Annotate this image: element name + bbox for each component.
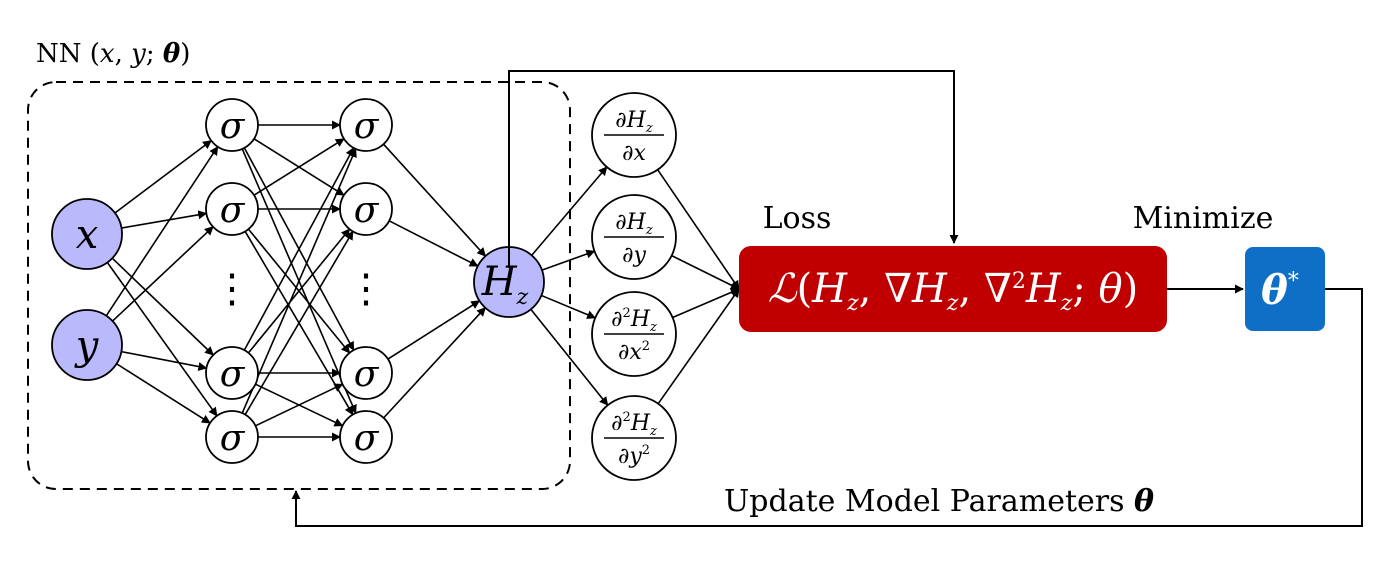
update-feedback-line (291, 288, 1363, 527)
edge-derivative-1-loss (671, 254, 740, 290)
edge-h1-3-h2-1 (244, 230, 354, 415)
edge-output-derivative-0 (531, 166, 608, 256)
theta-star-symbol: θ* (1261, 267, 1299, 314)
hidden1-node-1 (205, 182, 259, 236)
edge-h2-0-output (382, 143, 487, 257)
loss-box (739, 246, 1167, 332)
edge-h1-1-h2-0 (253, 138, 345, 196)
edge-input-0-h1-0 (114, 139, 212, 214)
input-label-x: x (76, 212, 99, 258)
input-label-y: y (74, 323, 100, 369)
hidden1-symbol-3: σ (220, 418, 246, 459)
edge-input-1-h1-1 (111, 226, 214, 322)
derivative-denominator-0: ∂x (622, 141, 646, 166)
input-node-y (51, 309, 123, 381)
derivative-denominator-2: ∂x2 (618, 339, 650, 365)
hidden-ellipsis-1: ⋮ (212, 266, 252, 312)
theta-star-box (1245, 247, 1325, 331)
hidden2-node-2 (339, 346, 393, 400)
edge-h2-2-output (387, 300, 481, 360)
hz-to-loss-line (508, 70, 959, 268)
hidden1-symbol-1: σ (220, 190, 246, 231)
network-label: NN (x, y; θ) (36, 39, 190, 69)
edge-input-1-h1-0 (105, 145, 219, 317)
edge-input-0-h1-2 (111, 257, 214, 356)
edge-h1-3-h2-2 (255, 383, 344, 427)
edge-h1-3-h2-0 (241, 148, 357, 414)
edge-derivative-2-loss (672, 288, 740, 319)
derivative-numerator-0: ∂Hz (615, 108, 653, 136)
hidden2-symbol-2: σ (354, 354, 380, 395)
hidden1-node-0 (205, 98, 259, 152)
edge-input-0-h1-1 (121, 210, 208, 229)
edge-output-derivative-3 (530, 308, 609, 406)
derivative-denominator-3: ∂y2 (618, 443, 650, 469)
hidden2-node-1 (339, 182, 393, 236)
hidden1-node-3 (205, 410, 259, 464)
derivative-numerator-3: ∂2Hz (611, 410, 657, 439)
edge-output-derivative-1 (541, 249, 596, 271)
hidden2-node-0 (339, 98, 393, 152)
network-boundary (27, 81, 571, 490)
edge-h1-2-h2-0 (243, 147, 355, 351)
edge-input-0-h1-3 (106, 262, 218, 417)
loss-expression: ℒ(Hz, ∇Hz, ∇2Hz; θ) (768, 266, 1139, 316)
hidden1-node-2 (205, 346, 259, 400)
hidden2-symbol-3: σ (354, 418, 380, 459)
derivative-numerator-2: ∂2Hz (611, 306, 657, 335)
hidden2-node-3 (339, 410, 393, 464)
hidden1-symbol-0: σ (220, 106, 246, 147)
edge-h2-3-output (383, 307, 486, 419)
edge-derivative-3-loss (657, 288, 740, 405)
edge-derivative-0-loss (656, 169, 740, 290)
edge-h1-2-h2-1 (247, 228, 351, 354)
connections (105, 120, 740, 442)
update-label: Update Model Parameters θ (724, 484, 1154, 519)
output-label: Hz (481, 259, 529, 310)
derivative-numerator-1: ∂Hz (615, 210, 653, 238)
input-node-x (51, 198, 123, 270)
hidden1-symbol-2: σ (220, 354, 246, 395)
edge-output-derivative-2 (541, 294, 597, 319)
loss-title: Loss (763, 201, 832, 236)
edge-h2-1-output (388, 220, 479, 267)
derivative-denominator-1: ∂y (622, 243, 646, 268)
edge-input-1-h1-3 (116, 363, 211, 424)
edge-input-1-h1-2 (121, 350, 208, 371)
hidden-ellipsis-2: ⋮ (346, 266, 386, 312)
hidden2-symbol-0: σ (354, 106, 380, 147)
hidden2-symbol-1: σ (354, 190, 380, 231)
minimize-title: Minimize (1133, 201, 1274, 236)
